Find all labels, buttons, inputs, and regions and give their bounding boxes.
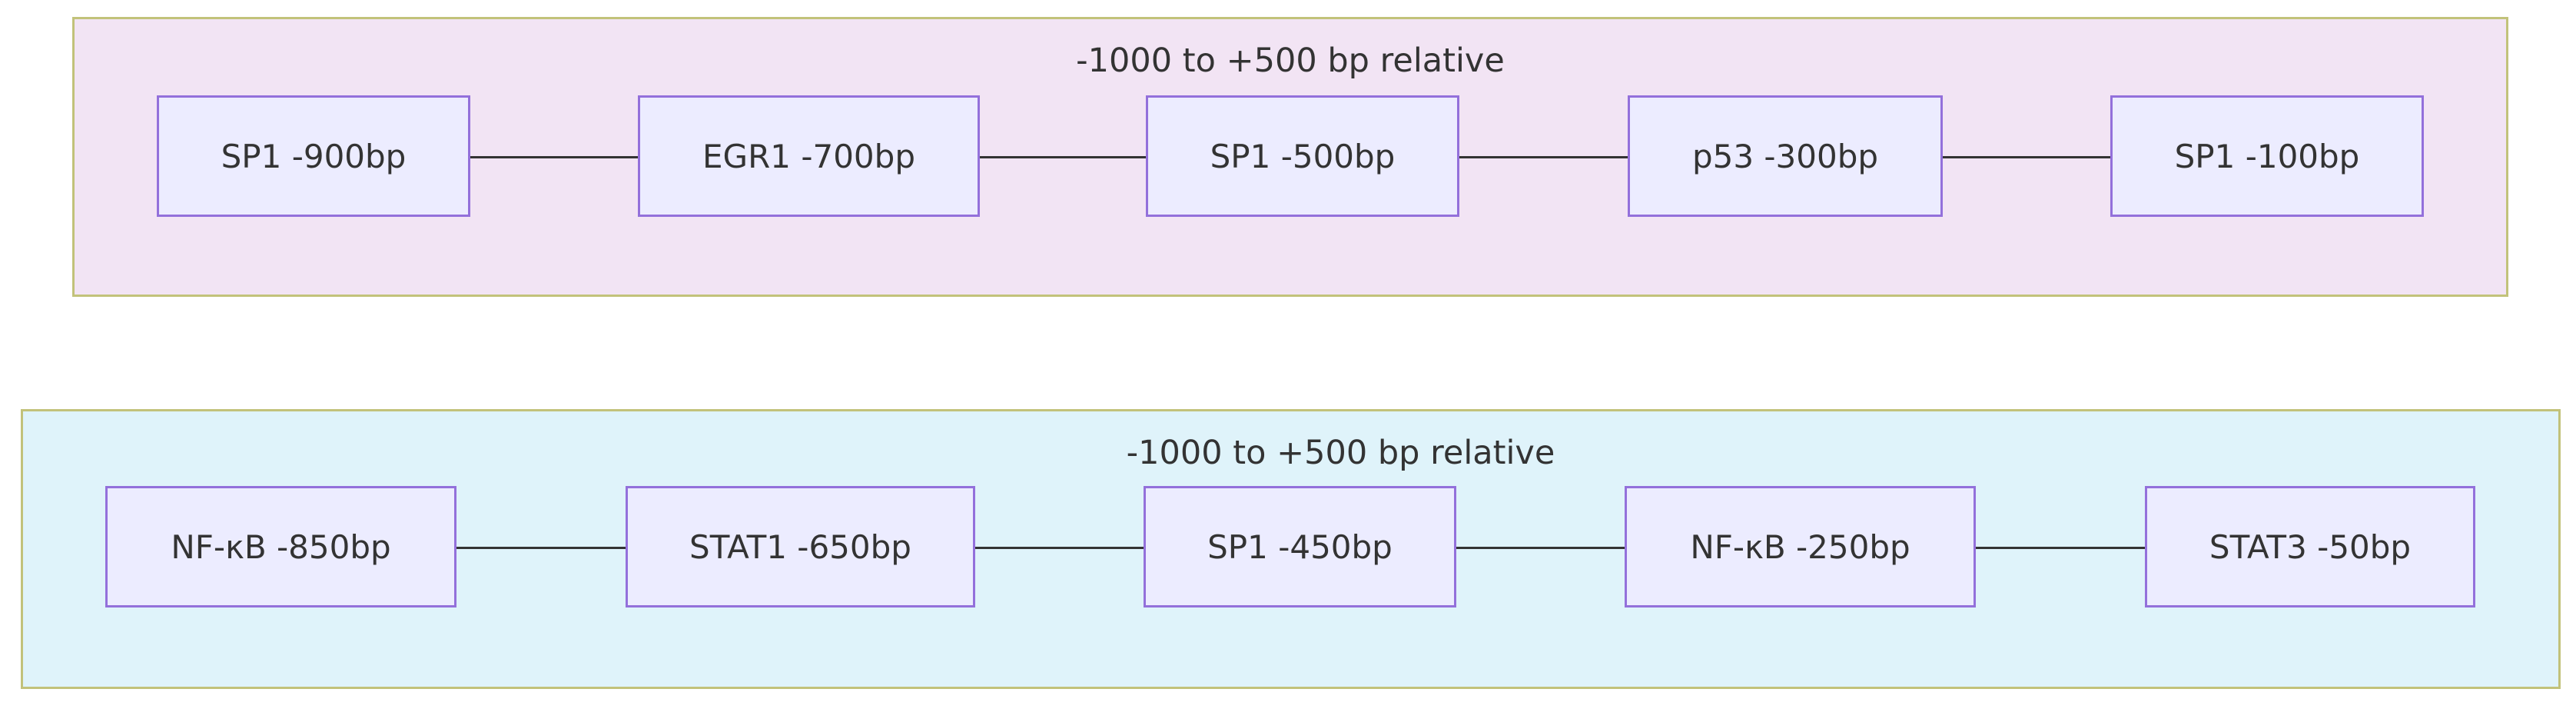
- node-sp1-100bp: SP1 -100bp: [2110, 95, 2424, 217]
- edge-egr1-700-sp1-500: [979, 156, 1147, 158]
- cluster-1-title: -1000 to +500 bp relative to TSS: [1076, 42, 1505, 80]
- edge-nfkb-250-stat3-50: [1975, 547, 2146, 549]
- edge-sp1-900-egr1-700: [470, 156, 639, 158]
- node-p53-300bp: p53 -300bp: [1628, 95, 1943, 217]
- edge-sp1-450-nfkb-250: [1456, 547, 1625, 549]
- node-nfkb-850bp: NF-κB -850bp: [105, 486, 456, 607]
- node-sp1-500bp: SP1 -500bp: [1146, 95, 1459, 217]
- cluster-2-title: -1000 to +500 bp relative to TSS: [1126, 434, 1555, 472]
- node-nfkb-250bp: NF-κB -250bp: [1625, 486, 1976, 607]
- node-egr1-700bp: EGR1 -700bp: [638, 95, 980, 217]
- edge-p53-300-sp1-100: [1942, 156, 2111, 158]
- node-stat3-50bp: STAT3 -50bp: [2145, 486, 2475, 607]
- node-sp1-900bp: SP1 -900bp: [157, 95, 470, 217]
- edge-nfkb-850-stat1-650: [456, 547, 626, 549]
- edge-stat1-650-sp1-450: [974, 547, 1144, 549]
- edge-sp1-500-p53-300: [1459, 156, 1628, 158]
- node-stat1-650bp: STAT1 -650bp: [626, 486, 975, 607]
- node-sp1-450bp: SP1 -450bp: [1144, 486, 1456, 607]
